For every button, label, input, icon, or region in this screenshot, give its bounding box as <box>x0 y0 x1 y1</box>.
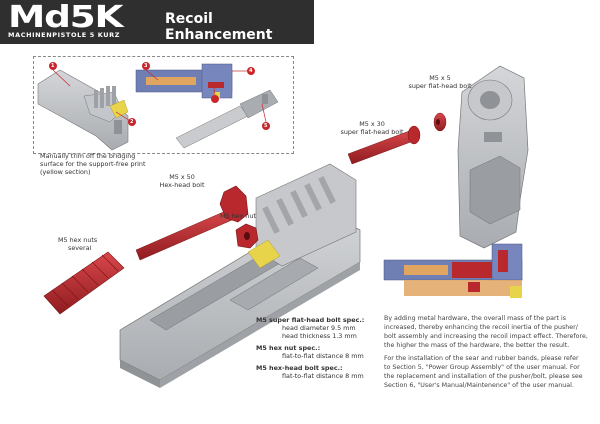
main-bolt-carrier <box>119 163 361 388</box>
spec-hex-bolt-flat: flat-to-flat distance 8 mm <box>282 372 364 380</box>
paragraph-2-line-1: For the installation of the sear and rub… <box>384 355 579 362</box>
m5-hex-nut-stack <box>43 251 125 315</box>
paragraph-1-line-3: bolt assembly and increasing the recoil … <box>384 333 588 340</box>
paragraph-1-line-1: By adding metal hardware, the overall ma… <box>384 315 567 322</box>
paragraph-1-line-2: increased, thereby enhancing the recoil … <box>384 324 578 331</box>
spec-flat-head-title: M5 super flat-head bolt spec.: <box>256 316 365 324</box>
m5-hex-nut <box>235 223 259 249</box>
callout-1: 1 <box>51 63 55 69</box>
brand-logo: Md5K <box>8 0 124 35</box>
m5x30-bolt <box>347 125 421 165</box>
sear-block-part <box>457 65 529 249</box>
paragraph-1-line-4: the higher the mass of the hardware, the… <box>384 342 570 349</box>
page-title: Recoil Enhancement <box>165 11 273 43</box>
callout-2: 2 <box>130 119 134 125</box>
paragraph-2-line-2: to Section 5, "Power Group Assembly" of … <box>384 364 580 371</box>
spec-hex-bolt-title: M5 hex-head bolt spec.: <box>256 364 343 372</box>
right-section-diagram <box>383 243 523 298</box>
paragraph-2-line-4: Section 6, "User's Manual/Maintenence" o… <box>384 382 574 389</box>
callout-3: 3 <box>144 63 148 69</box>
trim-note-line-3: (yellow section) <box>40 168 91 176</box>
header-banner: Md5K MACHINENPISTOLE 5 KURZ Recoil Enhan… <box>0 0 314 44</box>
label-hex-nut: M5 hex nut <box>220 212 256 220</box>
label-m5x50-size: M5 x 50 <box>169 173 195 181</box>
trim-note-line-1: Manually trim off the bridging <box>40 152 136 160</box>
inset-callouts <box>49 62 270 130</box>
label-hex-nuts-qty: several <box>68 244 92 252</box>
inset-section-view <box>135 63 279 149</box>
spec-flat-head-thickness: head thickness 1.3 mm <box>282 332 357 340</box>
inset-frame <box>33 56 294 154</box>
spec-hex-nut-flat: flat-to-flat distance 8 mm <box>282 352 364 360</box>
brand-subtitle: MACHINENPISTOLE 5 KURZ <box>8 31 121 39</box>
label-m5x50-type: Hex-head bolt <box>159 181 205 189</box>
spec-hex-nut-title: M5 hex nut spec.: <box>256 344 321 352</box>
callout-4: 4 <box>249 68 253 74</box>
m5x50-hex-bolt <box>135 185 249 261</box>
label-hex-nuts: M5 hex nuts <box>58 236 98 244</box>
callout-5: 5 <box>264 123 268 129</box>
inset-pusher-part <box>37 69 129 151</box>
label-m5x30-type: super flat-head bolt <box>340 128 404 136</box>
label-m5x5-type: super flat-head bolt <box>408 82 472 90</box>
label-m5x5-size: M5 x 5 <box>429 74 451 82</box>
label-m5x30-size: M5 x 30 <box>359 120 385 128</box>
paragraph-2-line-3: the replacement and installation of the … <box>384 373 583 380</box>
trim-note-line-2: surface for the support-free print <box>40 160 146 168</box>
m5x5-bolt <box>433 112 447 132</box>
spec-flat-head-diameter: head diameter 9.5 mm <box>282 324 356 332</box>
